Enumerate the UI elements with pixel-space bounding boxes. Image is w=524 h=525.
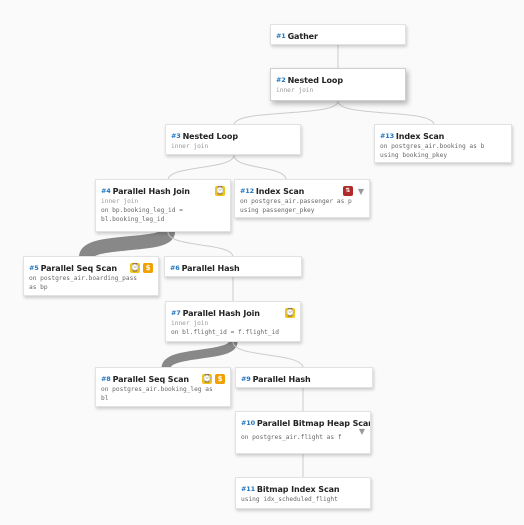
edge-4-5 xyxy=(79,228,175,260)
node-id: #6 xyxy=(170,264,180,272)
relation: on postgres_air.passenger as p xyxy=(240,198,352,205)
node-id: #1 xyxy=(276,32,286,40)
index-name: using passenger_pkey xyxy=(240,207,315,214)
relation-alias: as bp xyxy=(29,284,48,291)
node-name: Bitmap Index Scan xyxy=(256,484,340,494)
node-id: #11 xyxy=(241,485,255,493)
join-type: inner join xyxy=(276,87,314,94)
relation: on postgres_air.booking_leg as xyxy=(101,386,213,393)
join-condition-cont: bl.booking_leg_id xyxy=(101,216,165,223)
clock-icon[interactable]: ⌚ xyxy=(215,186,225,196)
join-type: inner join xyxy=(171,143,209,150)
node-name: Parallel Bitmap Heap Scan xyxy=(256,418,371,428)
dollar-icon[interactable]: $ xyxy=(143,263,153,273)
join-type: inner join xyxy=(171,320,209,327)
node-name: Gather xyxy=(287,31,318,41)
edge-7-9 xyxy=(232,341,304,369)
join-condition: on bl.flight_id = f.flight_id xyxy=(171,329,280,336)
node-id: #7 xyxy=(171,309,181,317)
collapse-caret-icon[interactable]: ▼ xyxy=(358,427,365,436)
node-id: #9 xyxy=(241,375,251,383)
node-name: Nested Loop xyxy=(287,75,343,85)
edge-3-12 xyxy=(233,154,287,181)
collapse-caret-icon[interactable]: ▼ xyxy=(357,186,364,196)
node-name: Parallel Hash Join xyxy=(112,186,190,196)
node-id: #10 xyxy=(241,419,255,427)
join-condition: on bp.booking_leg_id = xyxy=(101,207,183,214)
node-id: #5 xyxy=(29,264,39,272)
node-name: Parallel Hash xyxy=(252,374,311,384)
node-id: #13 xyxy=(380,132,394,140)
join-type: inner join xyxy=(101,198,139,205)
relation: on postgres_air.flight as f xyxy=(241,434,342,441)
node-id: #4 xyxy=(101,187,111,195)
node-name: Index Scan xyxy=(255,186,305,196)
node-name: Parallel Hash xyxy=(181,263,240,273)
dollar-icon[interactable]: $ xyxy=(215,374,225,384)
edge-7-8 xyxy=(161,340,238,370)
relation: on postgres_air.booking as b xyxy=(380,143,485,150)
node-id: #2 xyxy=(276,76,286,84)
row-estimate-icon[interactable]: ⇅ xyxy=(342,186,353,196)
index-name: using idx_scheduled_flight xyxy=(241,496,338,503)
edge-3-4 xyxy=(167,154,235,181)
clock-icon[interactable]: ⌚ xyxy=(130,263,140,273)
node-id: #8 xyxy=(101,375,111,383)
node-name: Nested Loop xyxy=(182,131,238,141)
node-name: Parallel Seq Scan xyxy=(40,263,118,273)
relation: on postgres_air.boarding_pass xyxy=(29,275,138,282)
node-name: Parallel Seq Scan xyxy=(112,374,190,384)
relation-alias: bl xyxy=(101,395,109,402)
index-name: using booking_pkey xyxy=(380,152,448,159)
clock-icon[interactable]: ⌚ xyxy=(202,374,212,384)
node-id: #3 xyxy=(171,132,181,140)
node-name: Parallel Hash Join xyxy=(182,308,260,318)
node-id: #12 xyxy=(240,187,254,195)
edge-2-3 xyxy=(233,100,339,126)
clock-icon[interactable]: ⌚ xyxy=(285,308,295,318)
node-name: Index Scan xyxy=(395,131,445,141)
edge-4-6 xyxy=(167,231,234,258)
edge-2-13 xyxy=(337,100,435,126)
